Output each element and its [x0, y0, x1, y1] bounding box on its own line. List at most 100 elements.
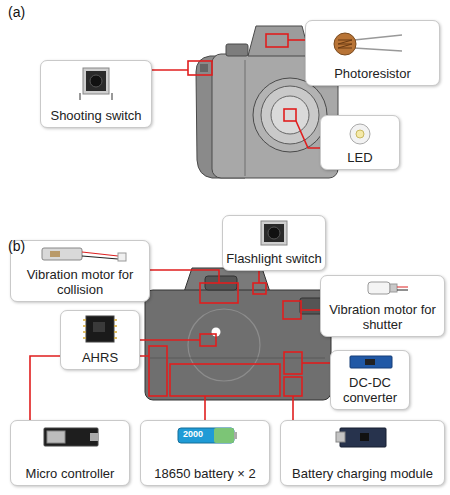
usb-port: [336, 432, 345, 442]
callout-box: AHRS: [60, 310, 140, 370]
led-lens: [350, 124, 370, 144]
callout-frame: [284, 109, 296, 121]
part-name: DC-DC converter: [335, 375, 405, 405]
chip-die: [93, 322, 105, 332]
motor-wire: [82, 256, 118, 259]
leader-line: [301, 309, 320, 311]
motor-wire: [82, 252, 118, 256]
camera-dial: [226, 44, 248, 56]
callout-frame: [284, 352, 302, 374]
chip-body: [86, 316, 114, 342]
switch-button: [90, 75, 102, 87]
tactile-switch-icon: [80, 68, 112, 100]
battery-band: [214, 428, 234, 443]
callout-box: Vibration motor for shutter: [320, 275, 445, 337]
dc-dc-board-icon: [350, 356, 392, 368]
callout-frame: [149, 346, 167, 396]
board-chip: [365, 359, 375, 365]
switch-body: [264, 224, 284, 242]
body-edge: [245, 60, 246, 176]
camera-body: [145, 290, 331, 400]
callout-frame: [284, 377, 302, 396]
motor-body: [368, 282, 390, 294]
leader-line: [258, 271, 260, 283]
callout-box: Photoresistor: [305, 20, 440, 86]
charging-board-icon: [336, 428, 386, 447]
switch-leg: [111, 93, 113, 100]
callout-frame: [200, 283, 238, 303]
callout-box: LED: [320, 115, 400, 170]
photoresistor-disc: [334, 33, 356, 55]
board: [44, 428, 98, 446]
led-icon: [350, 124, 370, 144]
leader-line: [296, 121, 320, 148]
part-name: Shooting switch: [50, 108, 141, 123]
callout-frame: [283, 301, 301, 319]
chip-pins: [83, 320, 117, 338]
part-name: Vibration motor for shutter: [329, 302, 437, 332]
callout-frame: [200, 334, 216, 346]
part-name: Flashlight switch: [226, 251, 321, 266]
usb-port: [90, 433, 98, 441]
led-chip: [356, 130, 364, 138]
panel-label: (a): [8, 4, 25, 20]
part-name: Photoresistor: [334, 66, 411, 81]
callout-frame: [253, 283, 266, 294]
part-name: LED: [347, 150, 372, 165]
switch-base: [83, 68, 109, 94]
leader-line: [150, 270, 219, 283]
motor-end: [390, 284, 397, 292]
lens-outline: [188, 309, 260, 381]
lens-mount: [253, 78, 327, 152]
board: [350, 356, 392, 368]
leader-line: [152, 69, 188, 71]
lens-ring: [261, 86, 319, 144]
switch-leg: [79, 93, 81, 100]
leader-line: [204, 396, 206, 420]
battery-body: [178, 428, 234, 443]
body-edge: [150, 358, 325, 359]
lead-wire: [354, 48, 402, 51]
ahrs-chip-icon: [83, 316, 117, 342]
part-name: Battery charging module: [292, 466, 433, 481]
vibration-motor-icon: [42, 248, 126, 261]
part-name: Micro controller: [26, 466, 115, 481]
callout-box: DC-DC converter: [330, 350, 410, 410]
battery-terminal: [234, 432, 237, 439]
part-name: AHRS: [82, 350, 118, 365]
tactile-switch-icon: [261, 221, 287, 245]
part-name: 18650 battery × 2: [154, 466, 256, 481]
callout-box: Flashlight switch: [222, 215, 326, 271]
switch-body: [86, 71, 106, 91]
callout-box: Battery charging module: [280, 420, 445, 486]
camera-button: [200, 64, 208, 72]
switch-base: [261, 221, 287, 245]
callout-box: Micro controller: [10, 420, 130, 486]
leader-line: [302, 362, 330, 364]
motor-label: [50, 251, 60, 257]
microcontroller-board-icon: [44, 428, 98, 446]
board-module: [47, 431, 65, 443]
leader-lines-a: [152, 34, 320, 148]
lens-inner: [271, 96, 309, 134]
motor-body: [42, 248, 82, 260]
photoresistor-icon: [334, 33, 402, 55]
lead-wire: [354, 35, 402, 40]
part-name: Vibration motor for collision: [26, 267, 134, 297]
callout-frame: [170, 364, 280, 396]
leader-line: [140, 339, 200, 341]
board: [340, 428, 386, 447]
callout-box: 18650 battery × 2: [140, 420, 270, 486]
leader-line: [292, 396, 294, 420]
board-chip: [360, 433, 369, 441]
switch-button: [268, 227, 280, 239]
battery-icon: [178, 428, 237, 443]
leader-line: [288, 39, 305, 41]
photoresistor-track: [338, 40, 352, 48]
callout-box: Shooting switch: [40, 60, 152, 128]
camera-hump: [248, 26, 310, 56]
motor-wire: [397, 287, 408, 288]
callout-frame: [266, 34, 288, 47]
